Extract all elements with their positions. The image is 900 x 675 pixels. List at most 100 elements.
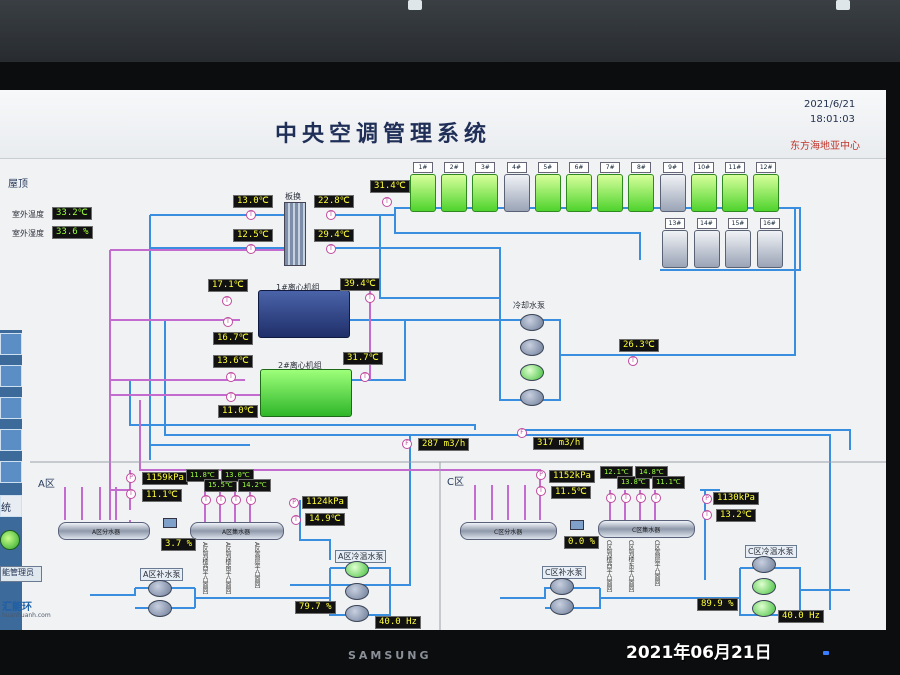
cooling-tower[interactable] [472, 174, 499, 212]
temp-sensor-icon[interactable]: T [326, 210, 336, 220]
cooling-tower-label: 12# [756, 162, 777, 173]
sidebar-button-4[interactable] [0, 429, 22, 451]
cooling-tower[interactable] [690, 174, 717, 212]
temp-sensor-icon[interactable]: T [651, 493, 661, 503]
zone-c-makeup-pump-1[interactable] [550, 578, 574, 595]
temp-sensor-icon[interactable]: T [382, 197, 392, 207]
cooling-tower[interactable] [534, 174, 561, 212]
zone-a-cold-pump[interactable] [345, 561, 369, 578]
pressure-sensor-icon[interactable]: P [536, 470, 546, 480]
temp-sensor-icon[interactable]: T [536, 486, 546, 496]
zone-a-cold-pump[interactable] [345, 605, 369, 622]
temp-sensor-icon[interactable]: T [222, 296, 232, 306]
power-led-icon [823, 651, 829, 655]
cooling-tower[interactable] [753, 174, 780, 212]
temp-sensor-icon[interactable]: T [326, 244, 336, 254]
temp-sensor-icon[interactable]: T [223, 317, 233, 327]
temp-sensor-icon[interactable]: T [226, 392, 236, 402]
zone-c-cold-pump[interactable] [752, 600, 776, 617]
temp-sensor-icon[interactable]: T [246, 210, 256, 220]
chiller-1[interactable] [258, 290, 350, 338]
chiller-2[interactable] [260, 369, 352, 417]
cooling-pump[interactable] [520, 339, 544, 356]
zone-c-bypass-valve[interactable] [570, 520, 584, 530]
temp-sensor-icon[interactable]: T [231, 495, 241, 505]
cooling-tower[interactable] [722, 174, 748, 212]
zone-a-collector[interactable] [190, 522, 284, 540]
chiller-2-supply-temp: 11.0℃ [218, 405, 258, 418]
cooling-tower[interactable] [725, 230, 751, 268]
temp-sensor-icon[interactable]: T [201, 495, 211, 505]
zone-c-branch-temp-3: 14.8℃ [635, 466, 668, 479]
sidebar-button-2[interactable] [0, 365, 22, 387]
cooling-pump[interactable] [520, 364, 544, 381]
sidebar-item-admin-label: 能管理员 [2, 568, 34, 577]
pressure-sensor-icon[interactable]: P [702, 494, 712, 504]
zone-a-supply-temp: 11.1℃ [142, 489, 182, 502]
plate-exchanger-label: 板换 [285, 192, 301, 201]
plate-exchanger[interactable] [284, 202, 306, 266]
temp-sensor-icon[interactable]: T [621, 493, 631, 503]
system-date: 2021/6/21 [804, 99, 856, 110]
zone-a-makeup-pump-1[interactable] [148, 580, 172, 597]
temp-sensor-icon[interactable]: T [628, 356, 638, 366]
pressure-sensor-icon[interactable]: P [126, 473, 136, 483]
cooling-tower[interactable] [566, 174, 592, 212]
zone-c-collector[interactable] [598, 520, 695, 538]
temp-sensor-icon[interactable]: T [702, 510, 712, 520]
cooling-tower-label: 2# [444, 162, 465, 173]
sidebar-item-system[interactable] [0, 495, 22, 517]
zone-a-cold-pump[interactable] [345, 583, 369, 600]
plate-out-temp-1: 22.8℃ [314, 195, 354, 208]
chiller-2-evap-temp: 13.6℃ [213, 355, 253, 368]
cooling-tower-label: 4# [506, 162, 527, 173]
zone-a-return-temp: 14.9℃ [305, 513, 345, 526]
zone-a-branch-temp-1: 11.8℃ [186, 469, 219, 482]
temp-sensor-icon[interactable]: T [216, 495, 226, 505]
zone-c-cold-pump[interactable] [752, 578, 776, 595]
cooling-tower-label: 15# [728, 218, 748, 229]
cooling-tower[interactable] [693, 230, 720, 268]
cooling-tower[interactable] [597, 174, 624, 212]
system-time: 18:01:03 [810, 114, 855, 125]
flow-sensor-icon[interactable]: F [402, 439, 412, 449]
temp-sensor-icon[interactable]: T [291, 515, 301, 525]
zone-c-divider[interactable] [460, 522, 557, 540]
sidebar-button-1[interactable] [0, 333, 22, 355]
cooling-tower[interactable] [503, 174, 530, 212]
cooling-supply-temp: 26.3℃ [619, 339, 659, 352]
ceiling-light [836, 0, 850, 10]
brand-url: huanhuanh.com [2, 612, 51, 619]
zone-a-makeup-pump-2[interactable] [148, 600, 172, 617]
sidebar-button-5[interactable] [0, 461, 22, 483]
temp-sensor-icon[interactable]: T [126, 489, 136, 499]
temp-sensor-icon[interactable]: T [360, 372, 370, 382]
zone-c-makeup-pump-2[interactable] [550, 598, 574, 615]
cooling-tower[interactable] [756, 230, 783, 268]
scada-screen: 中央空调管理系统 2021/6/21 18:01:03 东方海地亚中心 [0, 90, 886, 630]
outdoor-temp-label: 室外温度 [12, 210, 44, 219]
temp-sensor-icon[interactable]: T [246, 244, 256, 254]
temp-sensor-icon[interactable]: T [636, 493, 646, 503]
zone-c-pump-pct: 89.9 % [697, 598, 738, 611]
pressure-sensor-icon[interactable]: P [289, 498, 299, 508]
cooling-tower[interactable] [441, 174, 468, 212]
cooling-tower[interactable] [410, 174, 436, 212]
temp-sensor-icon[interactable]: T [246, 495, 256, 505]
temp-sensor-icon[interactable]: T [365, 293, 375, 303]
sidebar-button-3[interactable] [0, 397, 22, 419]
cooling-tower[interactable] [662, 230, 688, 268]
zone-a-divider[interactable] [58, 522, 150, 540]
sidebar-item-admin[interactable] [0, 566, 42, 582]
temp-sensor-icon[interactable]: T [606, 493, 616, 503]
cooling-pump[interactable] [520, 389, 544, 406]
outdoor-temp-value: 33.2℃ [52, 207, 92, 220]
cooling-tower[interactable] [628, 174, 655, 212]
temp-sensor-icon[interactable]: T [226, 372, 236, 382]
zone-c-cold-pump[interactable] [752, 556, 776, 573]
ceiling-light [408, 0, 422, 10]
cooling-pump[interactable] [520, 314, 544, 331]
flow-sensor-icon[interactable]: F [517, 428, 527, 438]
cooling-tower[interactable] [659, 174, 686, 212]
zone-a-bypass-valve[interactable] [163, 518, 177, 528]
